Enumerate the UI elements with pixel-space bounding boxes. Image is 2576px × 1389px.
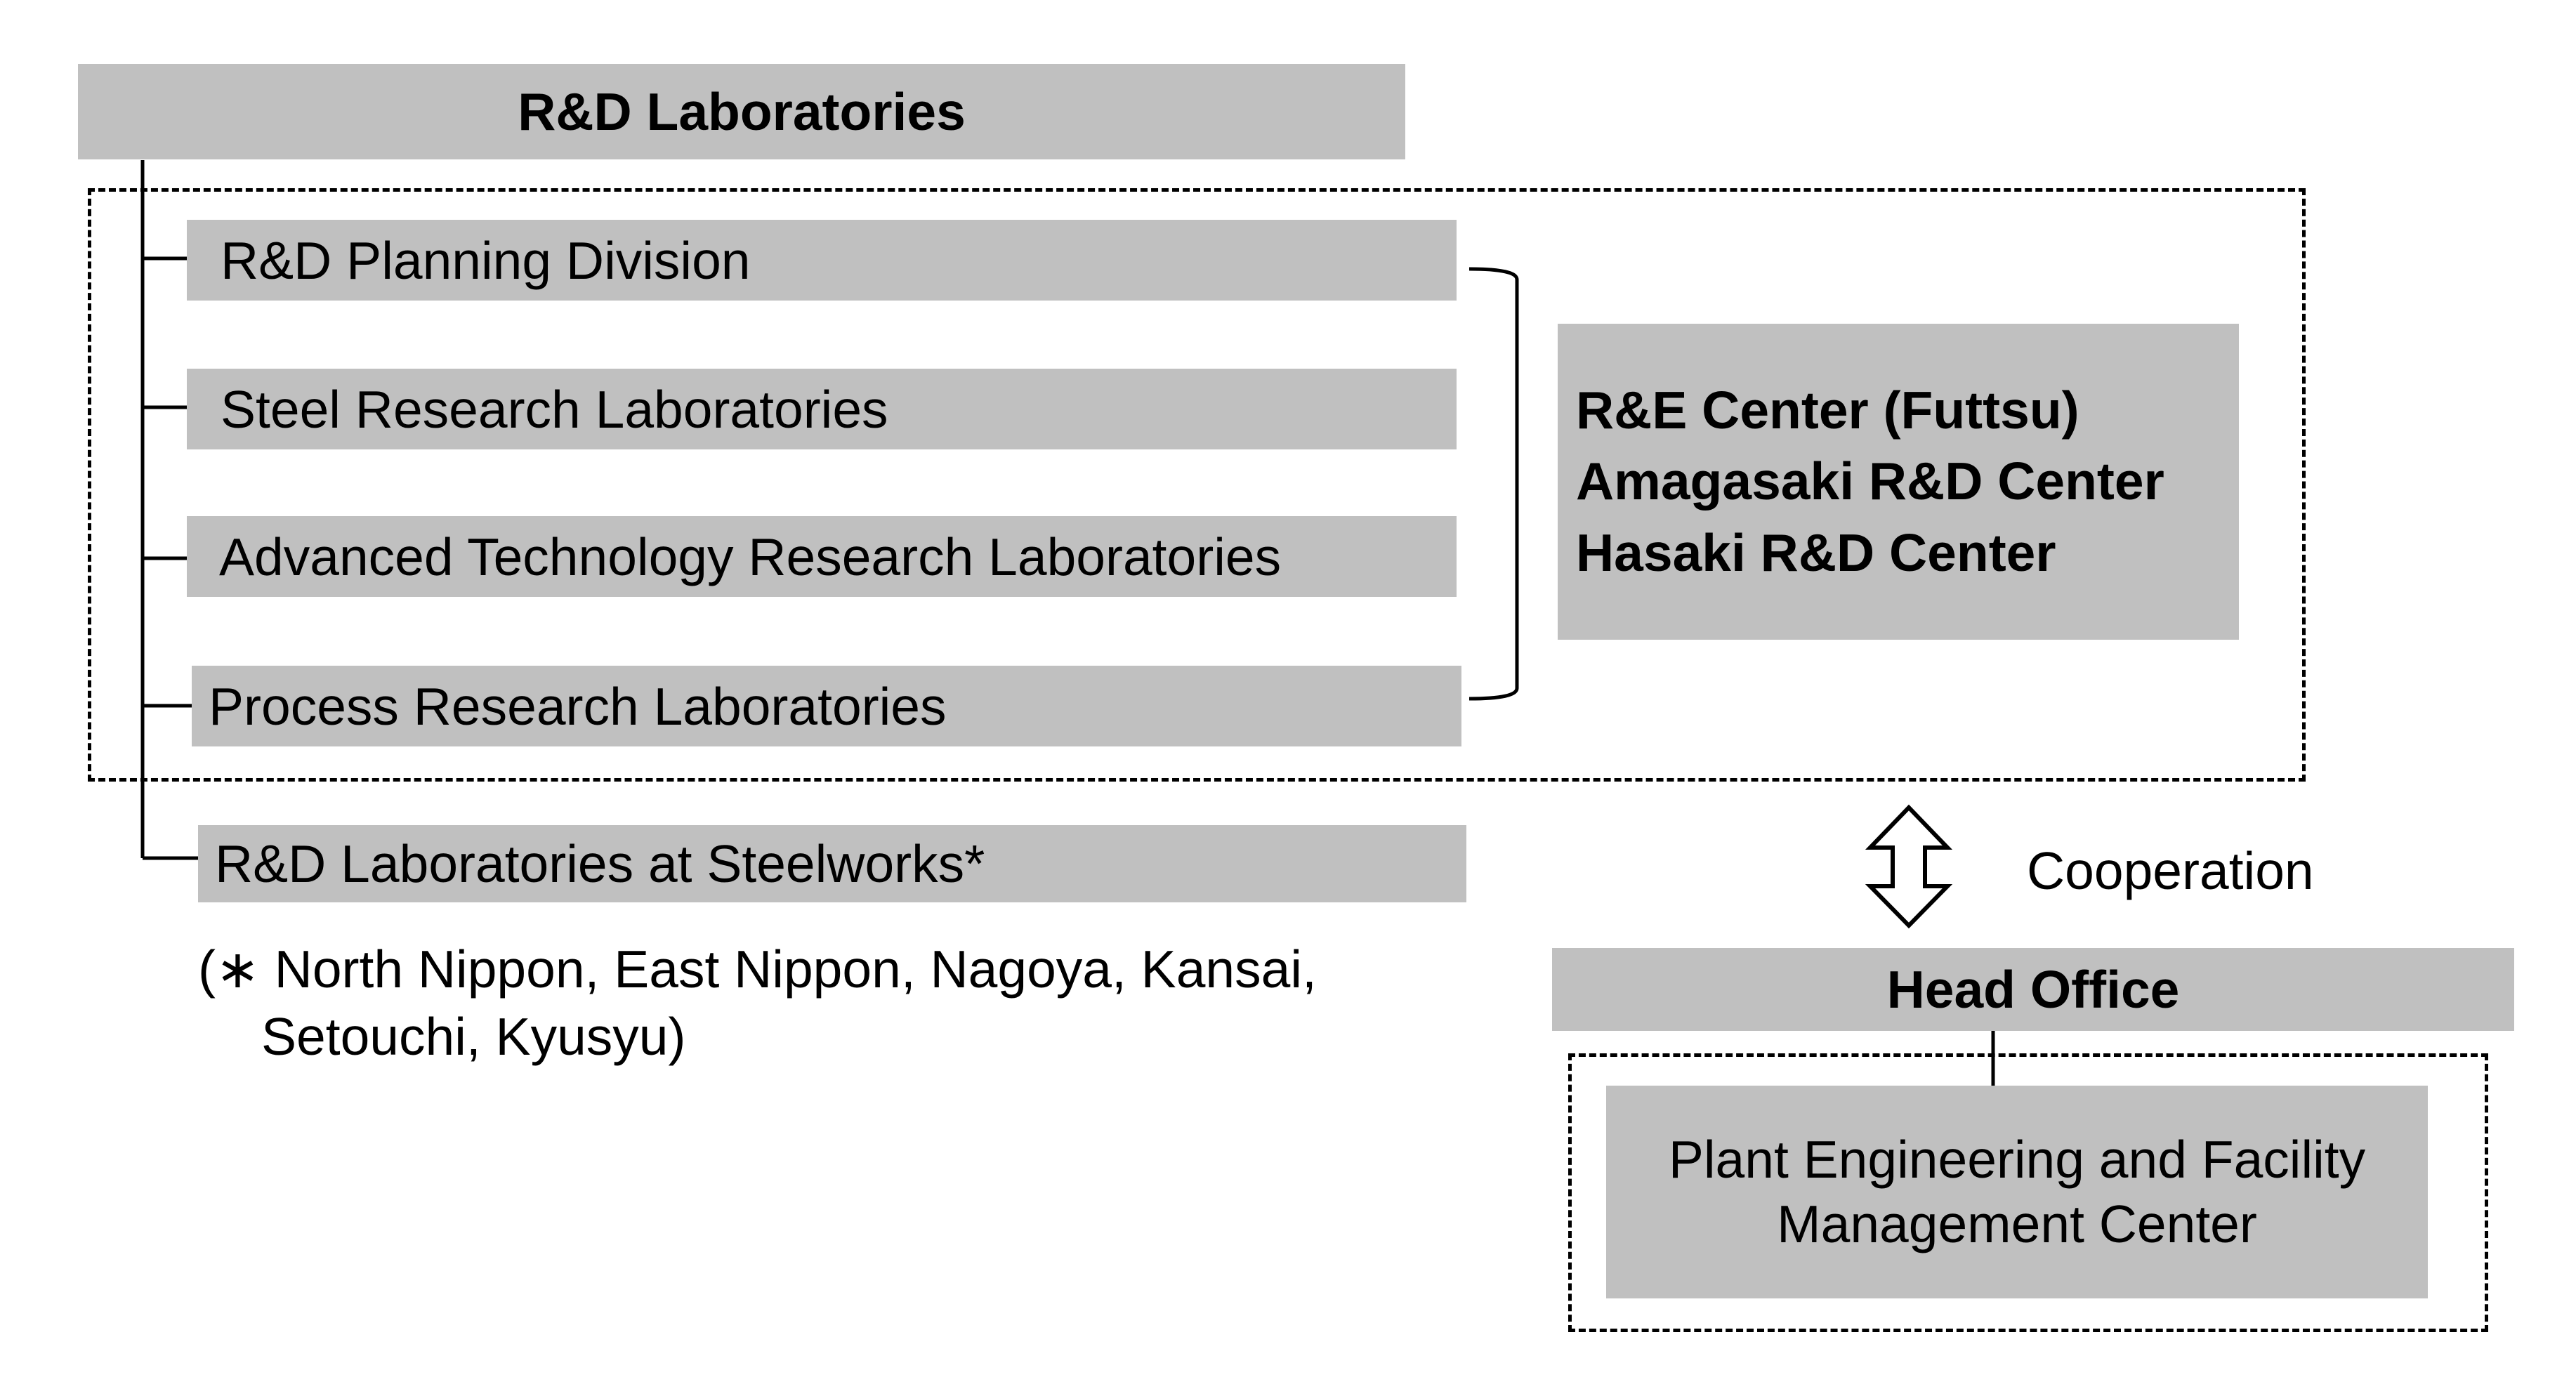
lab-box-planning: R&D Planning Division [187, 220, 1457, 301]
head-office-header: Head Office [1552, 948, 2514, 1031]
lab-box-advanced: Advanced Technology Research Laboratorie… [187, 516, 1457, 597]
center-name: Amagasaki R&D Center [1576, 452, 2164, 511]
rd-laboratories-header: R&D Laboratories [78, 64, 1405, 159]
steelworks-footnote: (∗ North Nippon, East Nippon, Nagoya, Ka… [198, 935, 1317, 1070]
lab-label: R&D Laboratories at Steelworks* [215, 834, 985, 893]
lab-box-steel: Steel Research Laboratories [187, 369, 1457, 449]
head-office-dashed-frame [1568, 1053, 2488, 1332]
lab-label: Steel Research Laboratories [221, 379, 888, 439]
lab-label: R&D Planning Division [221, 230, 751, 290]
lab-box-steelworks: R&D Laboratories at Steelworks* [198, 825, 1466, 902]
bracket-line [1468, 267, 1519, 701]
rd-group-dashed-frame [88, 188, 2306, 782]
head-office-title: Head Office [1886, 960, 2180, 1019]
plant-engineering-line-1: Plant Engineering and Facility [1668, 1130, 2366, 1189]
cooperation-label: Cooperation [2027, 841, 2314, 900]
plant-engineering-box: Plant Engineering and Facility Managemen… [1606, 1086, 2428, 1298]
lab-box-process: Process Research Laboratories [192, 666, 1461, 746]
lab-label: Process Research Laboratories [209, 676, 947, 736]
lab-label: Advanced Technology Research Laboratorie… [219, 527, 1282, 586]
centers-box: R&E Center (Futtsu) Amagasaki R&D Center… [1558, 324, 2239, 640]
footnote-line-2: Setouchi, Kyusyu) [261, 1007, 686, 1066]
rd-laboratories-title: R&D Laboratories [518, 82, 966, 141]
center-name: Hasaki R&D Center [1576, 522, 2056, 582]
footnote-line-1: (∗ North Nippon, East Nippon, Nagoya, Ka… [198, 940, 1317, 999]
center-name: R&E Center (Futtsu) [1576, 381, 2079, 440]
plant-engineering-line-2: Management Center [1777, 1194, 2257, 1253]
cooperation-double-arrow-icon [1865, 804, 1953, 929]
